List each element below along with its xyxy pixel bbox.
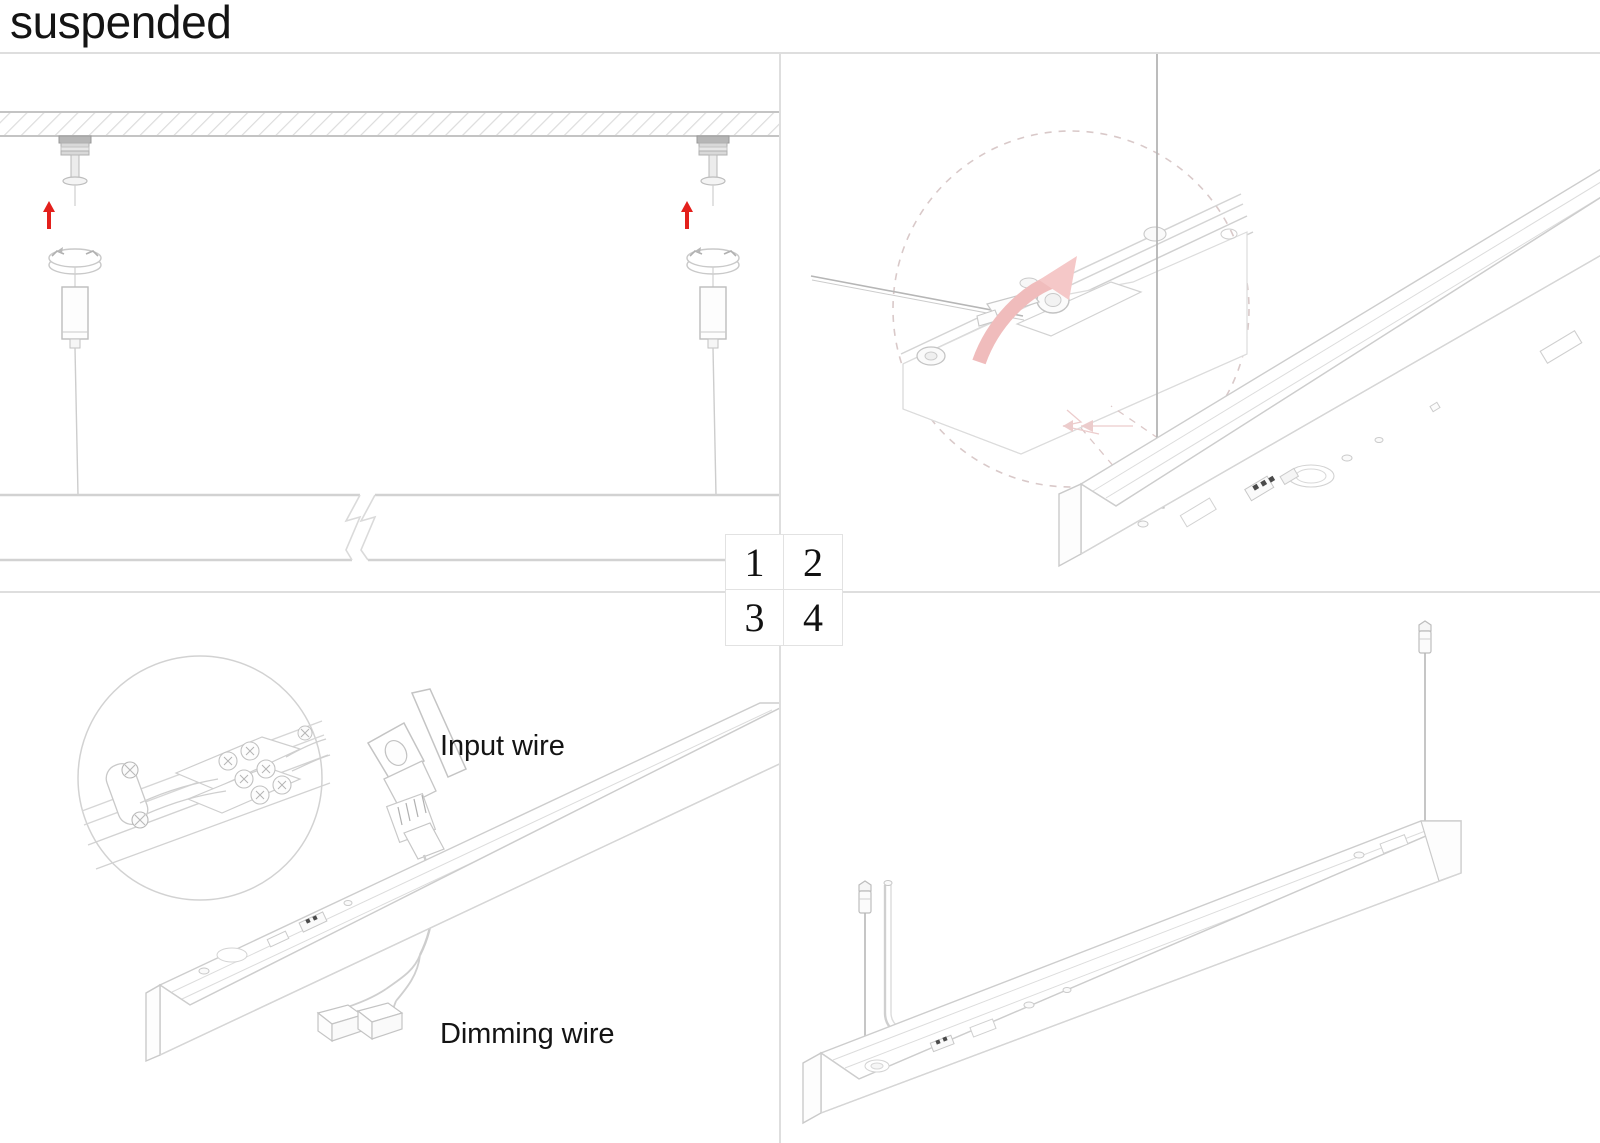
- ceiling-mount-assembly-left: [43, 135, 102, 496]
- driver-hardware: [864, 834, 1409, 1073]
- ceiling-mount-assembly-right: [681, 135, 740, 496]
- fixture-body-isometric: [145, 702, 779, 1063]
- panel-4-completed-installation: [781, 593, 1600, 1143]
- divider-horizontal-top: [0, 52, 1600, 54]
- ceiling-slab: [0, 111, 779, 137]
- input-wire-label: Input wire: [440, 730, 565, 762]
- input-wire-connector: [366, 688, 467, 956]
- panel-2-cable-attachment: [781, 54, 1600, 591]
- suspension-gripper-body: [61, 286, 89, 349]
- canopy-rotation-ring: [48, 247, 102, 287]
- fixture-profile-elevation: [0, 493, 779, 562]
- panel-number-2: 2: [784, 535, 842, 590]
- break-line-symbol: [344, 494, 377, 561]
- suspension-cable-right: [1418, 620, 1432, 821]
- fixture-body-isometric: [802, 819, 1462, 1125]
- canopy-rotation-ring: [686, 247, 740, 287]
- cable-gripper-detail: [810, 193, 1254, 455]
- panel-number-grid: 1 2 3 4: [725, 534, 843, 646]
- driver-hardware: [1137, 329, 1583, 528]
- power-cable: [883, 880, 922, 1041]
- panel-number-3: 3: [726, 590, 784, 645]
- panel-number-1: 1: [726, 535, 784, 590]
- dimming-wire-connectors: [316, 954, 421, 1043]
- driver-hardware: [198, 900, 353, 975]
- panel-1-ceiling-mount: [0, 54, 779, 591]
- page-title: suspended: [10, 0, 232, 48]
- red-up-arrow-icon: [681, 201, 693, 229]
- fixture-body-isometric: [1058, 168, 1600, 568]
- panel-number-4: 4: [784, 590, 842, 645]
- red-up-arrow-icon: [43, 201, 55, 229]
- dimming-wire-label: Dimming wire: [440, 1018, 615, 1050]
- terminal-block-detail: [81, 720, 331, 870]
- panel-3-wiring: [0, 593, 779, 1143]
- suspension-gripper-body: [699, 286, 727, 349]
- curved-direction-arrow: [972, 256, 1077, 365]
